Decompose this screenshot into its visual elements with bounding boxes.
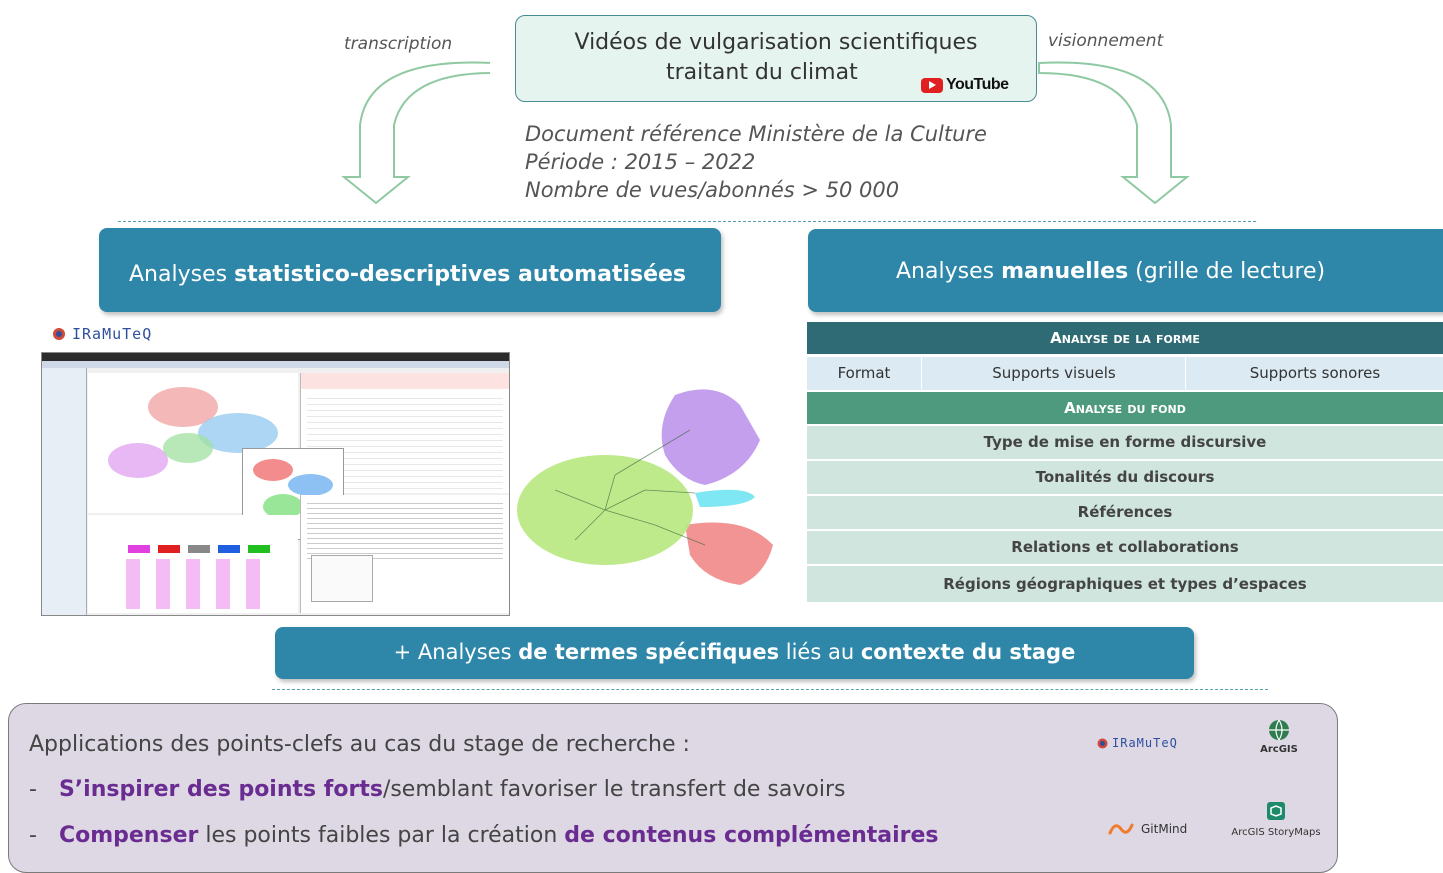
screenshot-toolbar xyxy=(42,361,509,368)
divider-top xyxy=(118,221,1256,222)
grid-fond-row: Relations et collaborations xyxy=(807,531,1443,564)
applications-box: Applications des points-clefs au cas du … xyxy=(8,703,1338,873)
grid-header-forme: Analyse de la forme xyxy=(807,322,1443,354)
iramuteq-logo: IRaMuTeQ xyxy=(52,325,152,343)
grid-header-fond: Analyse du fond xyxy=(807,392,1443,424)
globe-icon xyxy=(1269,719,1289,741)
terms-bold1: de termes spécifiques xyxy=(518,640,780,664)
applications-item-2: -Compenser les points faibles par la cré… xyxy=(29,823,939,848)
screenshot-dendrogram xyxy=(88,515,298,613)
similarity-graph xyxy=(517,389,773,585)
gitmind-icon xyxy=(1108,823,1134,835)
grid-cell-sonores: Supports sonores xyxy=(1249,364,1381,382)
reference-line3: Nombre de vues/abonnés > 50 000 xyxy=(525,178,900,202)
applications-item-1: -S’inspirer des points forts/semblant fa… xyxy=(29,777,846,802)
manual-analysis-prefix: Analyses xyxy=(896,259,1002,284)
reference-block: Document référence Ministère de la Cultu… xyxy=(525,120,987,204)
terms-mid: liés au xyxy=(779,640,861,664)
manual-analysis-bold: manuelles xyxy=(1001,259,1129,284)
automated-analysis-bold: statistico-descriptives automatisées xyxy=(234,262,687,287)
grid-fond-row: Références xyxy=(807,496,1443,529)
grid-fond-row: Tonalités du discours xyxy=(807,461,1443,494)
divider-bottom xyxy=(272,689,1268,690)
youtube-play-icon xyxy=(921,77,943,93)
youtube-label: YouTube xyxy=(946,76,1009,93)
manual-analysis-banner: Analyses manuelles (grille de lecture) xyxy=(808,229,1443,312)
grid-cell-visuels: Supports visuels xyxy=(923,357,1186,390)
visionnement-label: visionnement xyxy=(1048,31,1164,51)
automated-analysis-prefix: Analyses xyxy=(129,262,235,287)
source-title-line1: Vidéos de vulgarisation scientifiques xyxy=(574,30,978,55)
transcription-label: transcription xyxy=(344,34,453,54)
grid-cell-format: Format xyxy=(807,357,922,390)
applications-title: Applications des points-clefs au cas du … xyxy=(29,732,690,757)
storymaps-icon xyxy=(1267,802,1285,820)
grid-fond-row: Régions géographiques et types d’espaces xyxy=(807,566,1443,602)
terms-bold2: contexte du stage xyxy=(860,640,1076,664)
visionnement-arrow-icon xyxy=(1038,61,1190,205)
screenshot-text-panel xyxy=(300,495,509,613)
transcription-arrow-icon xyxy=(341,61,490,205)
iramuteq-small-logo: IRaMuTeQ xyxy=(1097,736,1178,750)
iramuteq-screenshot xyxy=(41,352,510,616)
automated-analysis-banner: Analyses statistico-descriptives automat… xyxy=(99,228,721,312)
source-box: Vidéos de vulgarisation scientifiques tr… xyxy=(515,15,1037,102)
screenshot-tree-panel xyxy=(42,368,87,615)
youtube-logo: YouTube xyxy=(921,76,1009,94)
manual-analysis-suffix: (grille de lecture) xyxy=(1128,259,1326,284)
reference-line2: Période : 2015 – 2022 xyxy=(525,150,756,174)
grid-fond-row: Type de mise en forme discursive xyxy=(807,426,1443,459)
source-title-line2: traitant du climat xyxy=(666,60,858,85)
terms-prefix: + Analyses xyxy=(393,640,519,664)
gitmind-logo: GitMind xyxy=(1107,819,1187,839)
specific-terms-banner: + Analyses de termes spécifiques liés au… xyxy=(275,627,1194,679)
iramuteq-icon xyxy=(53,328,65,340)
grid-forme-row: Format Supports visuels Supports sonores xyxy=(807,357,1443,390)
storymaps-logo: ArcGIS StoryMaps xyxy=(1221,801,1331,838)
screenshot-titlebar xyxy=(42,353,509,361)
iramuteq-small-icon xyxy=(1097,738,1108,748)
reference-line1: Document référence Ministère de la Cultu… xyxy=(525,122,987,146)
arcgis-logo: ArcGIS xyxy=(1249,718,1309,755)
